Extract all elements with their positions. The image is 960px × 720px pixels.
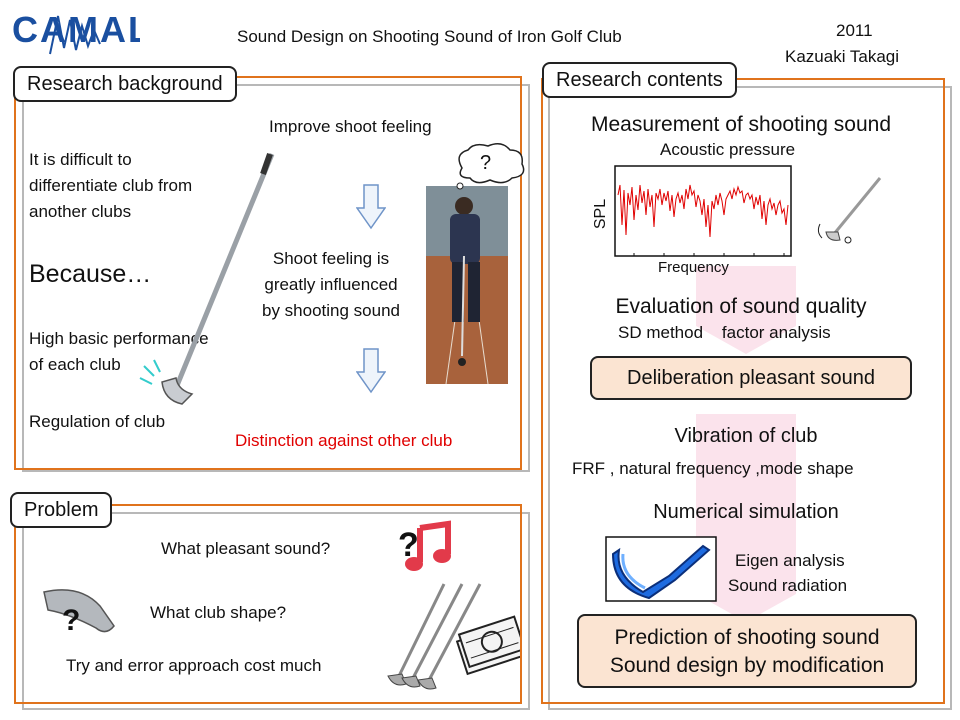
performance-line-2: of each club [29,355,121,374]
year: 2011 [836,21,873,40]
frequency-label: Frequency [658,259,729,276]
logo: CAMAL [10,6,150,56]
golf-club-image [130,150,280,410]
prediction-text: Prediction of shooting sound [614,626,880,649]
influence-line-2: greatly influenced [264,275,398,294]
down-arrow-icon [355,348,387,394]
thought-question-mark: ? [480,152,492,174]
cost-text: Try and error approach cost much [66,656,322,675]
influence-line-3: by shooting sound [262,301,400,320]
clubs-and-money-image [384,580,526,692]
background-heading: Research background [13,66,237,102]
improve-text: Improve shoot feeling [269,117,432,136]
prediction-box: Prediction of shooting sound Sound desig… [577,614,917,688]
difficulty-line-2: differentiate club from [29,176,193,195]
svg-text:CAMAL: CAMAL [12,9,140,50]
problem-panel [14,504,522,704]
flow-arrow-bg [696,414,796,622]
difficulty-line-3: another clubs [29,202,132,221]
thought-bubble [452,142,528,192]
club-shape-question: What club shape? [150,603,287,622]
fem-club-model [605,536,717,602]
frf-text: FRF , natural frequency ,mode shape [572,459,854,478]
flow-arrow-bg [696,266,796,354]
performance-line-1: High basic performance [29,329,209,348]
page-title: Sound Design on Shooting Sound of Iron G… [237,27,622,46]
club-hitting-icon [814,176,884,250]
vibration-title: Vibration of club [674,425,818,447]
contents-heading: Research contents [542,62,737,98]
svg-text:?: ? [398,526,419,564]
background-panel [14,76,522,470]
deliberation-text: Deliberation pleasant sound [627,367,875,389]
measurement-title: Measurement of shooting sound [590,113,892,136]
because-text: Because… [29,260,152,288]
author: Kazuaki Takagi [785,47,900,66]
spectrum-plot [614,165,792,257]
radiation-text: Sound radiation [728,576,848,595]
contents-panel [541,78,945,704]
eigen-text: Eigen analysis [735,551,845,570]
influence-line-1: Shoot feeling is [272,249,390,268]
problem-heading: Problem [10,492,113,528]
regulation-text: Regulation of club [29,412,166,431]
golfer-photo [426,186,508,384]
iron-head-question-icon: ? [40,586,120,638]
sound-design-text: Sound design by modification [609,654,885,677]
pleasant-sound-question: What pleasant sound? [161,539,331,558]
simulation-title: Numerical simulation [653,501,839,523]
difficulty-line-1: It is difficult to [29,150,132,169]
down-arrow-icon [355,184,387,230]
evaluation-title: Evaluation of sound quality [615,295,867,318]
deliberation-box: Deliberation pleasant sound [590,356,912,400]
spl-label: SPL [592,198,610,230]
svg-text:?: ? [62,604,80,637]
music-note-question-icon: ? [396,520,454,574]
influence-text: Shoot feeling is greatly influenced by s… [243,246,419,324]
methods-text: SD method factor analysis [618,323,831,342]
distinction-text: Distinction against other club [235,431,453,450]
acoustic-label: Acoustic pressure [660,140,796,159]
